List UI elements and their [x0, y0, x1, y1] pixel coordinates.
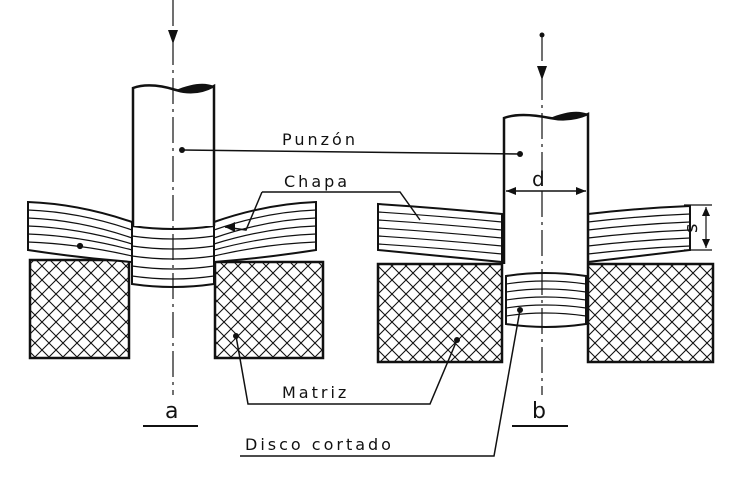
- cut-disc: [505, 272, 587, 328]
- sheet-b: [377, 202, 691, 264]
- die-label: Matriz: [282, 383, 349, 402]
- sheet-a: [27, 200, 317, 288]
- sheet-label: Chapa: [284, 172, 350, 191]
- axis-b-top-dot: [539, 32, 545, 38]
- panel-a: a: [27, 0, 325, 427]
- punch-a: [131, 83, 216, 226]
- panel-label-a: a: [165, 399, 178, 424]
- panel-b: d s b: [376, 32, 715, 427]
- die-left-block-a: [28, 258, 131, 360]
- cut-disc-callout: Disco cortado: [240, 307, 523, 457]
- sheet-callout: Chapa: [224, 172, 421, 232]
- thickness-dimension: s: [681, 204, 712, 251]
- punch-label: Punzón: [282, 130, 358, 149]
- die-left-block-b: [376, 262, 504, 364]
- thickness-label: s: [681, 224, 702, 233]
- die-right-block-a: [213, 260, 325, 360]
- panel-label-b: b: [532, 399, 546, 424]
- arrow-b: [537, 66, 547, 80]
- punch-callout: Punzón: [179, 130, 523, 157]
- diameter-label: d: [532, 167, 545, 191]
- die-callout: Matriz: [233, 333, 460, 405]
- punch-b: [502, 111, 590, 264]
- die-right-block-b: [586, 262, 715, 364]
- arrow-a: [168, 30, 178, 44]
- cut-disc-label: Disco cortado: [245, 435, 394, 454]
- diameter-dimension: d: [506, 167, 586, 195]
